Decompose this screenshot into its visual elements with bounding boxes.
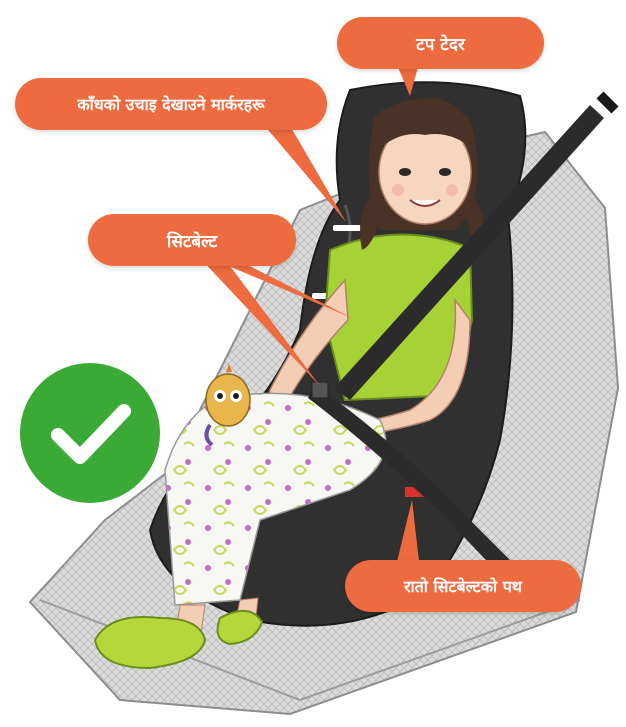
seatbelt-label: सिटबेल्ट <box>88 214 296 266</box>
top-tether-label: टप टेदर <box>337 17 544 69</box>
check-badge <box>20 363 160 503</box>
red-belt-path-label: रातो सिटबेल्टको पथ <box>345 560 581 612</box>
check-mark-icon <box>40 383 140 483</box>
red-belt-path-label-text: रातो सिटबेल्टको पथ <box>404 575 522 597</box>
shoulder-markers-label-text: काँधको उचाइ देखाउने मार्करहरू <box>77 93 264 115</box>
shoulder-markers-label: काँधको उचाइ देखाउने मार्करहरू <box>15 78 327 130</box>
top-tether-label-text: टप टेदर <box>416 32 465 55</box>
seatbelt-label-text: सिटबेल्ट <box>167 229 217 252</box>
